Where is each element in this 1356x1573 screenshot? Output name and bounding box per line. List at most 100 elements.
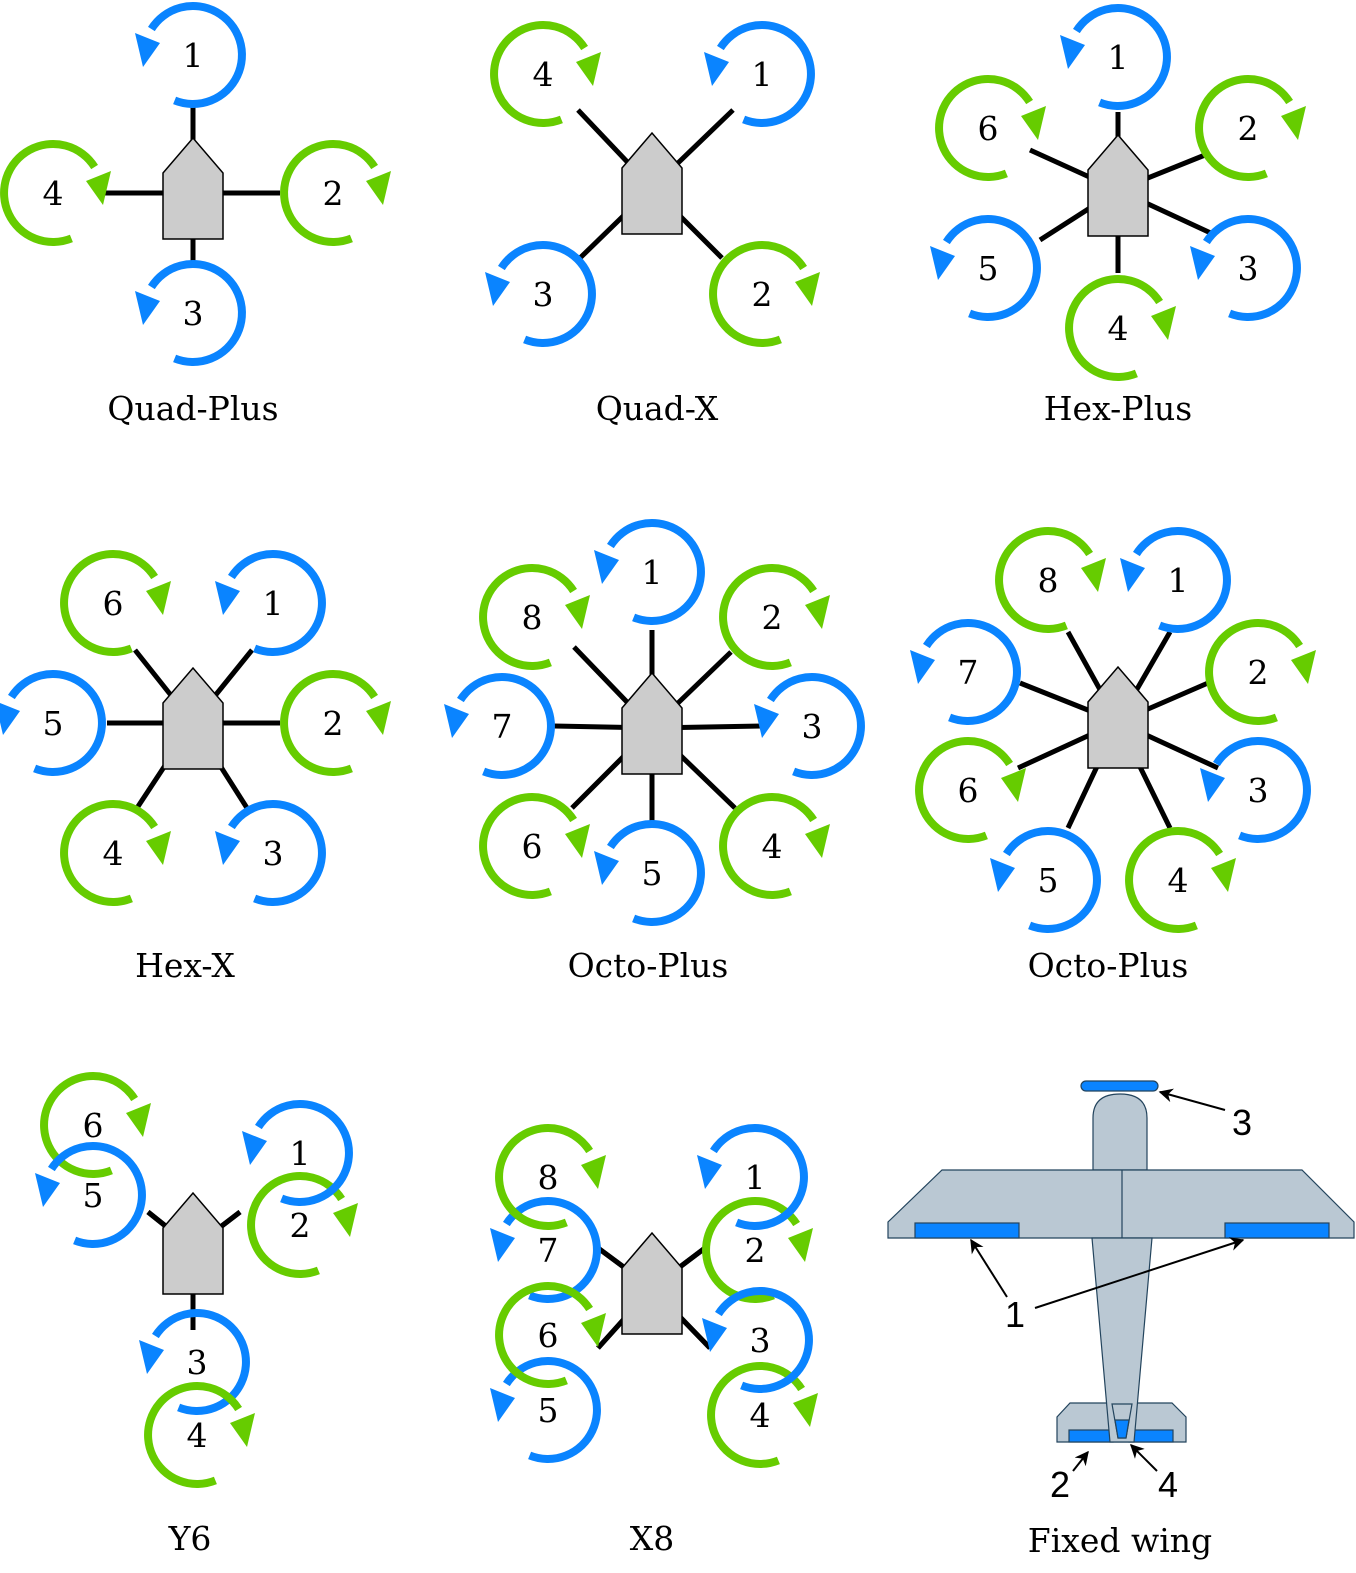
ccw-arrowhead-icon [215, 831, 240, 865]
rotation-arc [707, 1361, 805, 1468]
rotor-number: 3 [1248, 771, 1269, 810]
rotation-arc [717, 20, 815, 127]
rotor-1: 1 [1060, 3, 1171, 110]
rotation-arc [228, 549, 326, 656]
rotation-arc [490, 20, 588, 127]
flight-controller-body [621, 671, 683, 775]
flight-controller-body [1087, 133, 1149, 237]
rotation-arc [255, 1099, 353, 1206]
rotation-arc [280, 669, 378, 776]
rotor-number: 1 [1168, 561, 1189, 600]
rotor-number: 7 [492, 707, 513, 746]
rotor-4: 4 [0, 139, 111, 246]
callout-arrow-elevator [1072, 1450, 1089, 1472]
rotor-2: 2 [1205, 618, 1316, 725]
ccw-arrowhead-icon [35, 1173, 60, 1207]
rotor-number: 1 [752, 55, 773, 94]
cw-arrowhead-icon [788, 1228, 813, 1262]
flight-controller-body [162, 1191, 224, 1295]
rotation-arc [710, 1123, 808, 1230]
rotor-number: 2 [323, 174, 344, 213]
rotor-2: 2 [719, 563, 830, 670]
rotor-2: 2 [280, 139, 391, 246]
cw-arrowhead-icon [366, 701, 391, 735]
rotor-4: 4 [719, 792, 830, 899]
rotation-arc [495, 1281, 593, 1388]
rotor-2: 2 [702, 1196, 813, 1303]
rotor-number: 2 [290, 1206, 311, 1245]
rotor-5: 5 [490, 1356, 601, 1463]
rotor-number: 4 [1108, 309, 1129, 348]
ccw-arrowhead-icon [242, 1131, 267, 1165]
rotation-arc [503, 1356, 601, 1463]
rotation-arc [1073, 3, 1171, 110]
cw-arrowhead-icon [795, 272, 820, 306]
rotation-arc [148, 259, 246, 366]
rotor-1: 1 [697, 1123, 808, 1230]
rotation-arc [0, 139, 98, 246]
ccw-arrowhead-icon [1060, 35, 1085, 69]
ccw-arrowhead-icon [594, 550, 619, 584]
aileron-right [1224, 1222, 1330, 1239]
ccw-arrowhead-icon [930, 246, 955, 280]
caption-hex-x: Hex-X [135, 946, 235, 985]
rotation-arc [715, 1286, 813, 1393]
rotor-number: 7 [538, 1231, 559, 1270]
rotor-1: 1 [215, 549, 326, 656]
rotor-2: 2 [709, 240, 820, 347]
cw-arrowhead-icon [146, 581, 171, 615]
ccw-arrowhead-icon [485, 272, 510, 306]
callout-arrow-aileron-right [1034, 1237, 1245, 1309]
rotation-arc [8, 669, 106, 776]
rotor-number: 5 [43, 704, 64, 743]
caption-x8: X8 [630, 1519, 675, 1558]
ccw-arrowhead-icon [444, 704, 469, 738]
flight-controller-body [162, 136, 224, 240]
cw-arrowhead-icon [576, 52, 601, 86]
rotor-5: 5 [594, 819, 705, 926]
rotor-6: 6 [495, 1281, 606, 1388]
rotor-number: 6 [83, 1106, 104, 1145]
rotor-5: 5 [990, 826, 1101, 933]
rotor-4: 4 [490, 20, 601, 127]
caption-fixed-wing: Fixed wing [1028, 1521, 1212, 1560]
rotation-arc [152, 1308, 250, 1415]
rotation-arc [995, 526, 1093, 633]
cw-arrowhead-icon [581, 1313, 606, 1347]
cw-arrowhead-icon [793, 1393, 818, 1427]
rotor-6: 6 [60, 549, 171, 656]
rotor-4: 4 [1125, 826, 1236, 933]
rotor-number: 4 [750, 1396, 771, 1435]
cw-arrowhead-icon [1151, 306, 1176, 340]
rotor-number: 5 [1038, 861, 1059, 900]
rotation-arc [1003, 826, 1101, 933]
rotor-7: 7 [910, 618, 1021, 725]
rotation-arc [479, 563, 577, 670]
rotor-1: 1 [704, 20, 815, 127]
rotor-6: 6 [40, 1071, 151, 1178]
rotor-number: 6 [522, 827, 543, 866]
ccw-arrowhead-icon [704, 52, 729, 86]
rudder [1114, 1419, 1130, 1439]
caption-hex-plus: Hex-Plus [1044, 389, 1192, 428]
rotation-arc [503, 1196, 601, 1303]
rotor-8: 8 [479, 563, 590, 670]
rotor-number: 5 [538, 1391, 559, 1430]
rotor-3: 3 [1190, 214, 1301, 321]
cw-arrowhead-icon [230, 1413, 255, 1447]
cw-arrowhead-icon [805, 595, 830, 629]
fixed-wing-diagram: 1 2 3 4 Fixed wing [887, 1080, 1355, 1560]
rotor-number: 6 [958, 771, 979, 810]
rotor-3: 3 [485, 240, 596, 347]
rotor-number: 1 [183, 36, 204, 75]
rotor-6: 6 [915, 736, 1026, 843]
ccw-arrowhead-icon [1200, 768, 1225, 802]
rotor-number: 7 [958, 653, 979, 692]
rotor-number: 1 [642, 553, 663, 592]
callout-arrow-rudder [1130, 1444, 1158, 1472]
cw-arrowhead-icon [565, 824, 590, 858]
rotation-arc [247, 1171, 345, 1278]
